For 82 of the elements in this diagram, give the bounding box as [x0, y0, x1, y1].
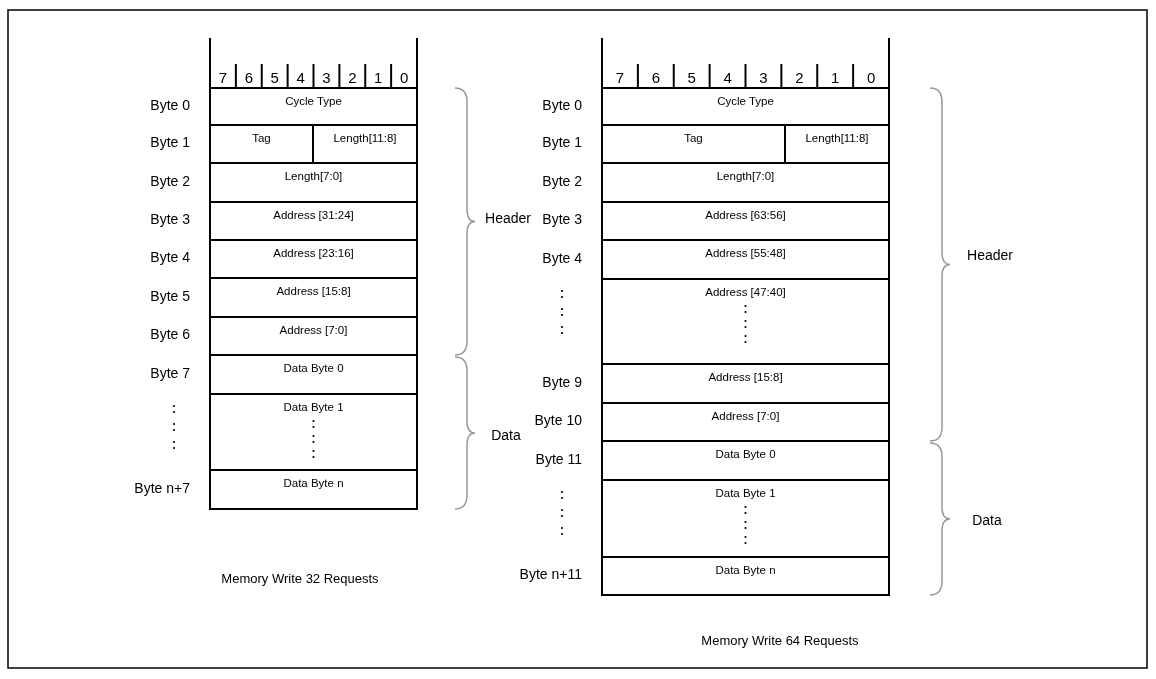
field-label: Length[11:8]: [805, 132, 869, 144]
field-label: Length[11:8]: [333, 132, 397, 144]
byte-label: Byte 0: [150, 96, 190, 113]
bit-number: 5: [270, 68, 279, 86]
field-label: Address [63:56]: [705, 209, 786, 221]
bit-number: 6: [244, 68, 253, 86]
bit-number: 3: [322, 68, 331, 86]
field-box: [601, 402, 890, 442]
byte-label: Byte 2: [542, 172, 582, 189]
field-box: [209, 316, 418, 356]
figure-caption: Memory Write 64 Requests: [701, 632, 859, 648]
byte-label: Byte 1: [542, 134, 582, 150]
field-label: Address [23:16]: [273, 247, 354, 259]
byte-label: Byte n+11: [519, 566, 582, 582]
field-box: [601, 363, 890, 404]
field-box: [209, 277, 418, 318]
section-label: Header: [485, 210, 531, 226]
section-label: Data: [972, 512, 1002, 528]
field-label: Address [31:24]: [273, 209, 354, 221]
bit-number: 2: [348, 68, 357, 86]
field-box: [601, 87, 890, 126]
byte-label: Byte 2: [150, 172, 190, 189]
field-label: Data Byte n: [715, 564, 776, 576]
field-box: [209, 87, 418, 126]
byte-label: Byte n+7: [134, 479, 190, 496]
field-box: [209, 201, 418, 241]
bit-number: 7: [615, 68, 625, 86]
field-box: [601, 278, 890, 365]
field-box: [209, 469, 418, 510]
byte-label: Byte 0: [542, 96, 582, 113]
byte-label: Byte 9: [542, 373, 582, 390]
field-label: Length[7:0]: [716, 170, 775, 182]
field-box: [601, 440, 890, 481]
field-label: Address [15:8]: [708, 371, 783, 383]
byte-label: Byte 4: [542, 249, 582, 266]
field-label: Address [55:48]: [705, 247, 786, 259]
field-box: [601, 479, 890, 558]
field-label: Address [7:0]: [711, 410, 780, 422]
byte-label: Byte 3: [150, 211, 190, 227]
bit-number: 2: [795, 68, 804, 86]
bit-number: 4: [296, 68, 305, 86]
field-box: [209, 393, 418, 471]
field-box: [209, 239, 418, 279]
byte-label: Byte 11: [535, 450, 582, 467]
byte-label: Byte 6: [150, 326, 190, 342]
field-label: Data Byte 0: [283, 362, 344, 374]
field-box: [209, 354, 418, 395]
figure-caption: Memory Write 32 Requests: [221, 570, 379, 586]
field-label: Address [7:0]: [279, 324, 348, 336]
bit-number: 7: [218, 68, 228, 86]
field-label: Cycle Type: [717, 95, 774, 107]
bit-number: 1: [831, 68, 840, 86]
field-label: Tag: [684, 132, 703, 144]
section-label: Header: [967, 247, 1013, 263]
field-label: Address [47:40]: [705, 286, 786, 298]
field-label: Address [15:8]: [276, 285, 351, 297]
bit-number: 3: [759, 68, 768, 86]
bit-number: 0: [866, 68, 876, 86]
bit-number: 1: [374, 68, 383, 86]
field-box: [601, 556, 890, 596]
field-box: [601, 201, 890, 241]
bit-number: 4: [723, 68, 732, 86]
bit-number: 0: [399, 68, 409, 86]
field-box: [601, 239, 890, 280]
field-box: [209, 162, 418, 203]
field-label: Length[7:0]: [284, 170, 343, 182]
byte-label: Byte 7: [150, 364, 190, 381]
byte-label: Byte 10: [534, 412, 582, 428]
field-box: [601, 162, 890, 203]
field-label: Data Byte 0: [715, 448, 776, 460]
bit-number: 5: [687, 68, 696, 86]
section-label: Data: [491, 427, 521, 443]
bit-number: 6: [651, 68, 660, 86]
byte-label: Byte 4: [150, 249, 190, 265]
field-label: Data Byte n: [283, 477, 344, 489]
field-label: Cycle Type: [285, 95, 342, 107]
field-label: Tag: [252, 132, 271, 144]
byte-label: Byte 1: [150, 134, 190, 150]
field-label: Data Byte 1: [715, 487, 776, 499]
field-label: Data Byte 1: [283, 401, 344, 413]
byte-label: Byte 3: [542, 211, 582, 227]
byte-label: Byte 5: [150, 287, 190, 304]
